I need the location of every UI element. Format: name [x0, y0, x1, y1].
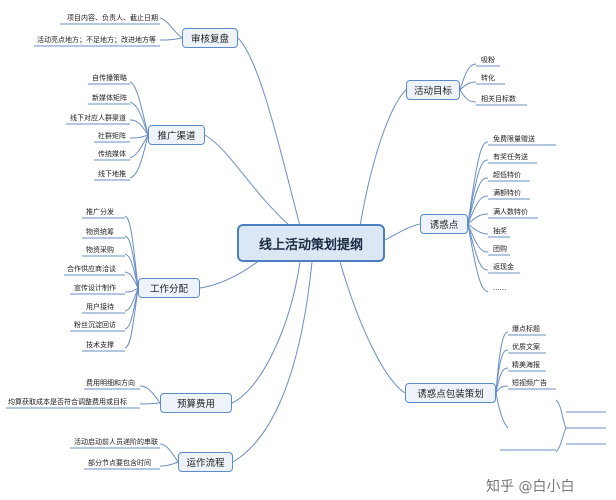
- leaf-hook-2: 有奖任务送: [493, 153, 528, 161]
- leaf-review-1: 项目内容、负责人、截止日期: [67, 14, 158, 22]
- leaf-promo-1: 自传播策略: [92, 74, 127, 82]
- leaf-pack-3: 精美海报: [512, 361, 540, 369]
- link-flow: [232, 261, 313, 463]
- leaf-work-5: 宣传设计制作: [74, 284, 116, 292]
- leaf-hook-9: ......: [493, 284, 507, 292]
- leaf-work-3: 物资采购: [86, 246, 114, 254]
- link-budget: [231, 261, 301, 404]
- link-promo: [204, 134, 291, 227]
- leaf-goal-3: 相关目标数: [481, 95, 516, 103]
- link-work: [199, 259, 261, 289]
- branch-hook: 诱惑点: [420, 214, 468, 234]
- branch-work: 工作分配: [138, 278, 200, 298]
- leaf-flow-1: 活动启动前人员递阶的串联: [74, 438, 158, 446]
- leaf-work-1: 推广分发: [86, 208, 114, 216]
- leaf-pack-2: 优质文案: [512, 343, 540, 351]
- branch-goal: 活动目标: [406, 80, 460, 100]
- branch-review: 审核复盘: [182, 28, 238, 48]
- leaf-work-8: 技术支撑: [86, 341, 114, 349]
- leaf-hook-3: 超低特价: [493, 171, 521, 179]
- link-pack: [339, 261, 406, 394]
- leaf-work-6: 用户接待: [86, 303, 114, 311]
- leaf-hook-7: 团购: [493, 245, 507, 253]
- leaf-review-2: 活动亮点地方；不足地方；改进地方等: [37, 36, 156, 44]
- link-hook: [384, 223, 421, 241]
- leaf-work-7: 粉丝沉淀回访: [74, 321, 116, 329]
- leaf-goal-1: 吸粉: [481, 56, 495, 64]
- link-review: [237, 37, 301, 227]
- leaf-pack-4: 短视频广告: [512, 379, 547, 387]
- leaf-hook-8: 返现金: [493, 263, 514, 271]
- leaf-promo-2: 新媒体矩阵: [92, 94, 127, 102]
- link-goal: [359, 89, 407, 227]
- watermark: 知乎 @白小白: [486, 479, 575, 495]
- leaf-budget-1: 费用明细和方向: [86, 379, 135, 387]
- leaf-budget-2: 均算获取成本是否符合调整费用或目标: [8, 398, 127, 406]
- leaf-promo-6: 线下地推: [98, 170, 126, 178]
- leaf-promo-5: 传统媒体: [98, 150, 126, 158]
- leaf-flow-2: 部分节点要包含时间: [88, 459, 151, 467]
- leaf-promo-3: 线下对应人群渠道: [70, 114, 126, 122]
- branch-budget: 预算费用: [160, 393, 232, 413]
- leaf-work-4: 合作供应商洽谈: [67, 265, 116, 273]
- leaf-hook-6: 抽奖: [493, 227, 507, 235]
- leaf-pack-1: 爆点标题: [512, 325, 540, 333]
- leaf-hook-4: 满额特价: [493, 189, 521, 197]
- leaf-goal-2: 转化: [481, 74, 495, 82]
- leaf-work-2: 物资统筹: [86, 228, 114, 236]
- leaf-promo-4: 社群矩阵: [98, 132, 126, 140]
- branch-flow: 运作流程: [178, 452, 233, 472]
- leaf-hook-1: 免费限量赠送: [493, 135, 535, 143]
- branch-pack: 诱惑点包装策划: [405, 383, 496, 403]
- central-topic: 线上活动策划提纲: [237, 224, 385, 262]
- branch-promo: 推广渠道: [148, 125, 205, 145]
- leaf-hook-5: 满人数特价: [493, 208, 528, 216]
